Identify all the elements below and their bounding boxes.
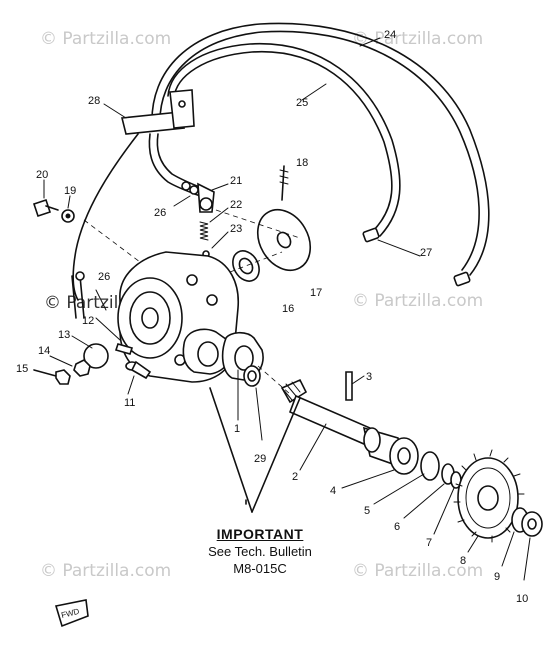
watermark-mid-right: © Partzilla.com <box>352 291 483 311</box>
washer-13 <box>83 343 109 369</box>
nut-14 <box>73 359 91 377</box>
banjo-fitting <box>181 181 215 213</box>
bolt-20 <box>32 198 59 218</box>
oil-delivery-lines <box>151 22 490 276</box>
callout-10: 10 <box>516 593 528 605</box>
watermark-top-right: © Partzilla.com <box>352 29 483 49</box>
bolt-15 <box>33 369 71 385</box>
callout-26-lower: 26 <box>98 271 110 283</box>
callout-5: 5 <box>364 505 370 517</box>
callout-7: 7 <box>426 537 432 549</box>
callout-27: 27 <box>420 247 432 259</box>
callout-15: 15 <box>16 363 28 375</box>
watermark-top-left: © Partzilla.com <box>40 29 171 49</box>
callout-28: 28 <box>88 95 100 107</box>
callout-12: 12 <box>82 315 94 327</box>
callout-25: 25 <box>296 97 308 109</box>
pin-3 <box>345 371 353 401</box>
callout-20: 20 <box>36 169 48 181</box>
ring-5 <box>420 451 440 481</box>
callout-17: 17 <box>310 287 322 299</box>
callout-4: 4 <box>330 485 336 497</box>
pin-12 <box>114 343 134 355</box>
important-pointers <box>209 387 301 513</box>
callout-3: 3 <box>366 371 372 383</box>
important-title: IMPORTANT <box>216 526 304 542</box>
callout-14: 14 <box>38 345 50 357</box>
bearing-16 <box>232 250 260 282</box>
callout-18: 18 <box>296 157 308 169</box>
callout-1: 1 <box>234 423 240 435</box>
watermark-bottom-right: © Partzilla.com <box>352 561 483 581</box>
pump-drive-gear-8 <box>453 449 525 543</box>
callout-22: 22 <box>230 199 242 211</box>
drive-gear-17 <box>256 209 312 271</box>
callout-2: 2 <box>292 471 298 483</box>
watermark-bottom-left: © Partzilla.com <box>40 561 171 581</box>
front-tag-label: FWD <box>60 607 80 620</box>
screw-11 <box>125 360 152 380</box>
spring <box>199 221 209 241</box>
spacer-4 <box>389 437 419 475</box>
watermarks: © Partzilla.com © Partzilla.com © Partzi… <box>40 29 483 581</box>
front-direction-tag: FWD <box>54 599 89 628</box>
callout-24: 24 <box>384 29 396 41</box>
pump-shaft <box>280 378 406 470</box>
callout-numbers: 24 25 28 20 19 18 21 22 23 26 27 17 16 2… <box>16 29 528 605</box>
notice-line-1: See Tech. Bulletin <box>208 544 312 559</box>
callout-8: 8 <box>460 555 466 567</box>
callout-23: 23 <box>230 223 242 235</box>
callout-6: 6 <box>394 521 400 533</box>
o-ring-29 <box>243 365 261 387</box>
callout-16: 16 <box>282 303 294 315</box>
oil-line-fitting-lower <box>453 271 471 287</box>
callout-11: 11 <box>124 397 135 409</box>
callout-26-upper: 26 <box>154 207 166 219</box>
callout-9: 9 <box>494 571 500 583</box>
callout-29: 29 <box>254 453 266 465</box>
callout-21: 21 <box>230 175 242 187</box>
oil-line-fitting-upper <box>362 227 380 243</box>
nut-10 <box>521 511 543 537</box>
pump-body <box>117 251 240 383</box>
callout-13: 13 <box>58 329 70 341</box>
notice-line-2: M8-015C <box>233 561 287 576</box>
callout-19: 19 <box>64 185 76 197</box>
callout-leaders <box>43 37 531 581</box>
line-clamp-bracket <box>121 89 195 135</box>
important-notice: IMPORTANT See Tech. Bulletin M8-015C <box>150 526 370 576</box>
